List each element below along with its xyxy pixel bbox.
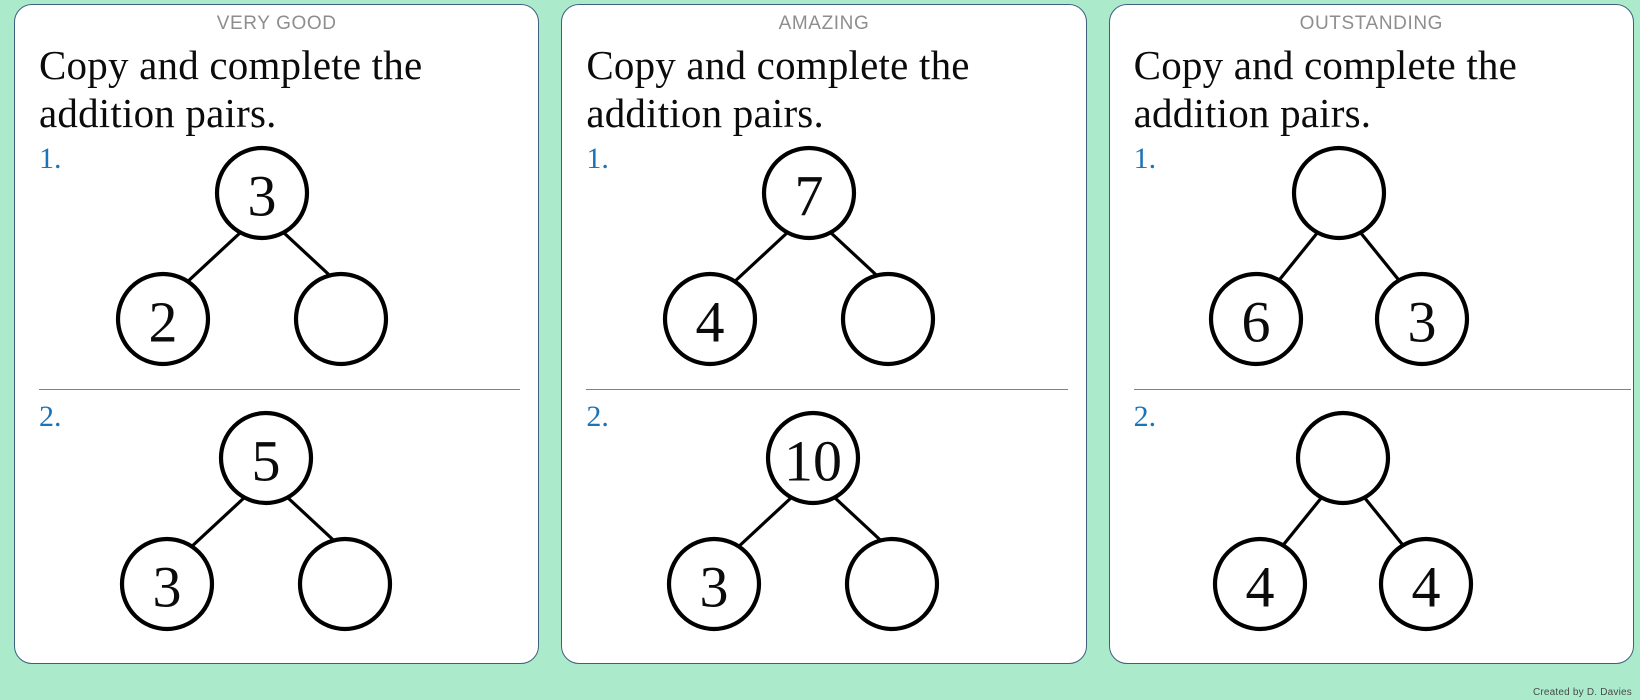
bond-part-right-value: 3: [1407, 289, 1436, 354]
question-block: 1. 7 4: [562, 141, 1085, 389]
bond-part-left-value: 2: [149, 289, 178, 354]
bond-whole-circle[interactable]: [762, 145, 857, 240]
bond-part-left-value: 3: [153, 554, 182, 619]
card-difficulty-label: OUTSTANDING: [1299, 13, 1444, 34]
bond-part-left-circle[interactable]: [667, 536, 762, 631]
card-instruction-title: Copy and complete the addition pairs.: [39, 42, 423, 137]
question-divider: [586, 388, 1068, 390]
number-bond-diagram: 3 2: [115, 145, 389, 366]
bond-part-left-circle[interactable]: [663, 271, 758, 366]
number-bond-diagram: 5 3: [119, 410, 393, 631]
bond-part-right-circle[interactable]: [845, 536, 940, 631]
worksheet-card-amazing[interactable]: AMAZING Copy and complete the addition p…: [561, 4, 1087, 664]
bond-whole-circle[interactable]: [218, 410, 314, 505]
bond-whole-circle[interactable]: [1291, 145, 1386, 240]
worksheet-card-row: VERY GOOD Copy and complete the addition…: [14, 4, 1634, 664]
bond-part-left-value: 6: [1241, 289, 1270, 354]
bond-whole-circle[interactable]: [766, 410, 861, 505]
bond-part-left-value: 3: [700, 554, 729, 619]
question-block: 1. 3 2: [15, 141, 538, 389]
worksheet-card-very-good[interactable]: VERY GOOD Copy and complete the addition…: [14, 4, 540, 664]
bond-part-left-circle[interactable]: [115, 271, 211, 366]
number-bond-diagram: 6 3: [1208, 145, 1469, 366]
bond-part-left-circle[interactable]: [119, 536, 215, 631]
bond-part-right-circle[interactable]: [841, 271, 936, 366]
card-instruction-title: Copy and complete the addition pairs.: [586, 42, 970, 137]
bond-whole-value: 10: [784, 428, 842, 493]
worksheet-card-outstanding[interactable]: OUTSTANDING Copy and complete the additi…: [1108, 4, 1634, 664]
bond-whole-value: 3: [248, 163, 277, 228]
question-divider: [39, 388, 521, 390]
bond-part-right-circle[interactable]: [293, 271, 389, 366]
bond-part-right-value: 4: [1411, 554, 1440, 619]
question-block: 2. 4 4: [1110, 399, 1633, 662]
question-number: 2.: [586, 399, 609, 433]
bond-whole-circle[interactable]: [1295, 410, 1390, 505]
question-block: 2. 10 3: [562, 399, 1085, 662]
bond-whole-value: 5: [252, 428, 281, 493]
bond-whole-value: 7: [795, 163, 824, 228]
question-number: 1.: [586, 141, 609, 175]
question-block: 1. 6 3: [1110, 141, 1633, 389]
bond-part-left-value: 4: [1245, 554, 1274, 619]
bond-part-left-value: 4: [696, 289, 725, 354]
question-number: 2.: [39, 399, 62, 433]
question-block: 2. 5 3: [15, 399, 538, 662]
bond-part-right-circle[interactable]: [1378, 536, 1473, 631]
number-bond-diagram: 10 3: [667, 410, 940, 631]
question-divider: [1133, 388, 1631, 390]
question-number: 1.: [39, 141, 62, 175]
card-difficulty-label: VERY GOOD: [216, 13, 337, 34]
bond-part-left-circle[interactable]: [1212, 536, 1307, 631]
question-number: 1.: [1133, 141, 1157, 175]
number-bond-diagram: 7 4: [663, 145, 936, 366]
question-number: 2.: [1133, 399, 1157, 433]
card-instruction-title: Copy and complete the addition pairs.: [1133, 42, 1518, 137]
number-bond-diagram: 4 4: [1212, 410, 1473, 631]
bond-part-right-circle[interactable]: [1374, 271, 1469, 366]
credit-text: Created by D. Davies: [1532, 687, 1632, 698]
bond-whole-circle[interactable]: [214, 145, 310, 240]
bond-part-left-circle[interactable]: [1208, 271, 1303, 366]
card-difficulty-label: AMAZING: [778, 13, 870, 34]
bond-part-right-circle[interactable]: [297, 536, 393, 631]
